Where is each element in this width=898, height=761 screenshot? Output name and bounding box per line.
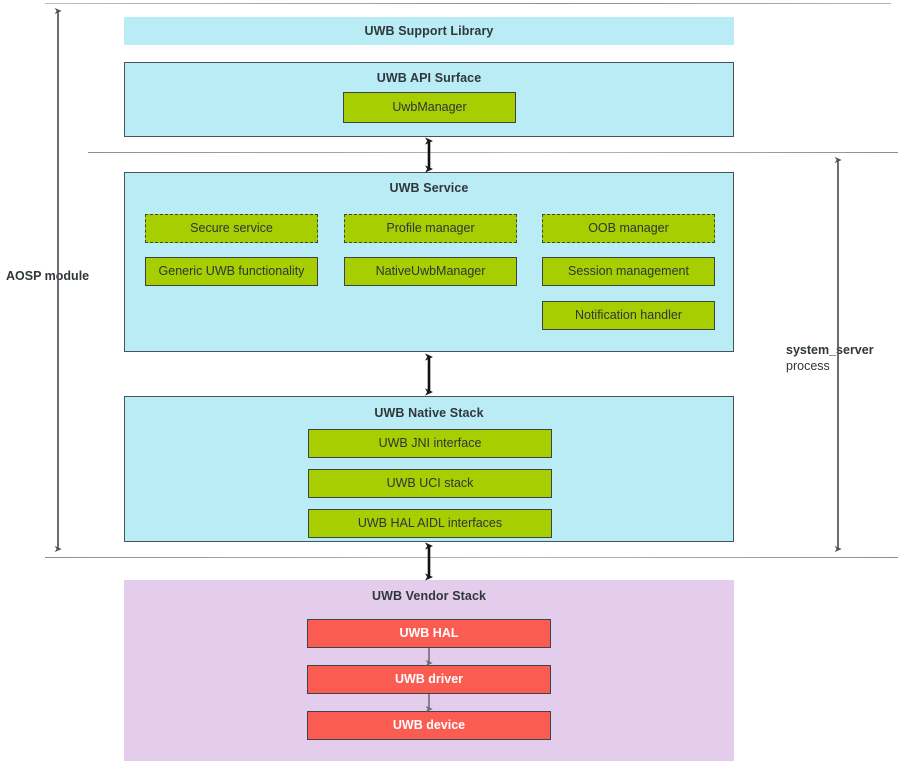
layer-uwb-vendor-stack[interactable]: UWB Vendor Stack UWB HAL UWB driver UWB … [124,580,734,761]
component-uwb-uci-stack[interactable]: UWB UCI stack [308,469,552,498]
layer-uwb-service[interactable]: UWB Service Secure service Profile manag… [124,172,734,352]
component-secure-service[interactable]: Secure service [145,214,318,243]
layer-uwb-support-library[interactable]: UWB Support Library [124,17,734,45]
layer-title-uwb-support-library: UWB Support Library [364,24,494,38]
component-nativeuwbmanager[interactable]: NativeUwbManager [344,257,517,286]
label-system-server-text: system_server [786,343,874,357]
component-uwb-hal-aidl-interfaces[interactable]: UWB HAL AIDL interfaces [308,509,552,538]
layer-title-uwb-service: UWB Service [389,181,469,195]
component-notification-handler[interactable]: Notification handler [542,301,715,330]
layer-title-uwb-native-stack: UWB Native Stack [374,406,484,420]
layer-uwb-api-surface[interactable]: UWB API Surface UwbManager [124,62,734,137]
layer-title-uwb-vendor-stack: UWB Vendor Stack [371,589,487,603]
label-aosp-module-text: AOSP module [6,269,90,283]
component-profile-manager[interactable]: Profile manager [344,214,517,243]
component-generic-uwb-functionality[interactable]: Generic UWB functionality [145,257,318,286]
api-service-boundary-rule [88,152,898,153]
component-uwb-jni-interface[interactable]: UWB JNI interface [308,429,552,458]
label-system-server-process: system_server process [786,343,894,374]
component-uwb-driver[interactable]: UWB driver [307,665,551,694]
component-oob-manager[interactable]: OOB manager [542,214,715,243]
bottom-boundary-rule [45,557,898,558]
component-uwb-hal[interactable]: UWB HAL [307,619,551,648]
component-uwbmanager[interactable]: UwbManager [343,92,516,123]
label-aosp-module: AOSP module [6,269,106,285]
component-uwb-device[interactable]: UWB device [307,711,551,740]
component-session-management[interactable]: Session management [542,257,715,286]
layer-uwb-native-stack[interactable]: UWB Native Stack UWB JNI interface UWB U… [124,396,734,542]
top-boundary-rule [45,3,891,4]
layer-title-uwb-api-surface: UWB API Surface [376,71,482,85]
label-process-text: process [786,358,830,373]
